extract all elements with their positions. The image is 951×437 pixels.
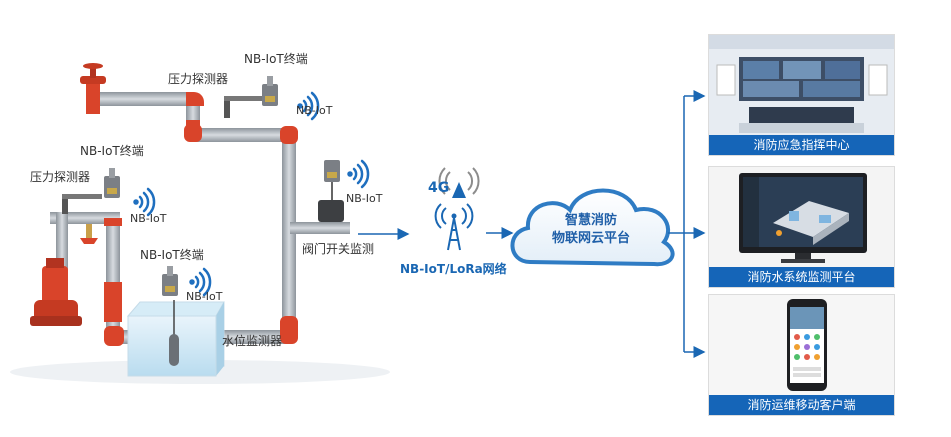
wifi-icon [133, 187, 156, 217]
water-monitor-image [709, 167, 894, 267]
label-nb-terminal-tank: NB-IoT终端 [140, 248, 204, 262]
label-level-monitor: 水位监测器 [222, 334, 283, 348]
sprinkler-icon [80, 224, 98, 244]
label-valve-monitor: 阀门开关监测 [302, 242, 375, 256]
caption-command-center: 消防应急指挥中心 [709, 135, 894, 155]
pressure-detector-left-icon [62, 194, 102, 214]
nb-terminal-top-icon [262, 76, 278, 106]
card-command-center[interactable]: 消防应急指挥中心 [708, 34, 895, 156]
valve-monitor-device-icon [318, 160, 344, 222]
water-tank-icon [126, 300, 225, 377]
label-nb-iot-left: NB-IoT [130, 212, 167, 225]
cloud-line1: 智慧消防 [564, 213, 617, 228]
label-nb-terminal-top: NB-IoT终端 [244, 52, 308, 66]
card-water-monitor-platform[interactable]: 消防水系统监测平台 [708, 166, 895, 288]
nb-terminal-tank-icon [162, 266, 178, 296]
wifi-icon [347, 159, 370, 189]
cloud-icon [510, 188, 675, 267]
cloud-line2: 物联网云平台 [551, 231, 630, 246]
command-center-image [709, 35, 894, 135]
label-network: NB-IoT/LoRa网络 [400, 262, 507, 276]
label-nb-terminal-left: NB-IoT终端 [80, 144, 144, 158]
label-nb-iot-valve: NB-IoT [346, 192, 383, 205]
nb-terminal-left-icon [104, 168, 120, 198]
top-valve-icon [80, 63, 106, 114]
caption-mobile-client: 消防运维移动客户端 [709, 395, 894, 415]
badge-4g: 4G [428, 180, 450, 196]
wifi-icon [189, 267, 212, 297]
cloud-platform-label: 智慧消防 物联网云平台 [536, 212, 646, 248]
mobile-client-image [709, 295, 894, 395]
4g-tower-icon [438, 167, 480, 198]
label-nb-iot-tank: NB-IoT [186, 290, 223, 303]
wifi-icons [133, 91, 370, 297]
label-pressure-detector-left: 压力探测器 [30, 170, 91, 184]
flow-arrows [358, 90, 706, 358]
label-nb-iot-top: NB-IoT [296, 104, 333, 117]
fire-pump-icon [30, 258, 82, 326]
pressure-detector-top-icon [224, 96, 264, 118]
caption-water-monitor-platform: 消防水系统监测平台 [709, 267, 894, 287]
wifi-icon [297, 91, 320, 121]
card-mobile-client[interactable]: 消防运维移动客户端 [708, 294, 895, 416]
label-pressure-detector-top: 压力探测器 [168, 72, 229, 86]
signal-tower-icon [434, 203, 474, 251]
